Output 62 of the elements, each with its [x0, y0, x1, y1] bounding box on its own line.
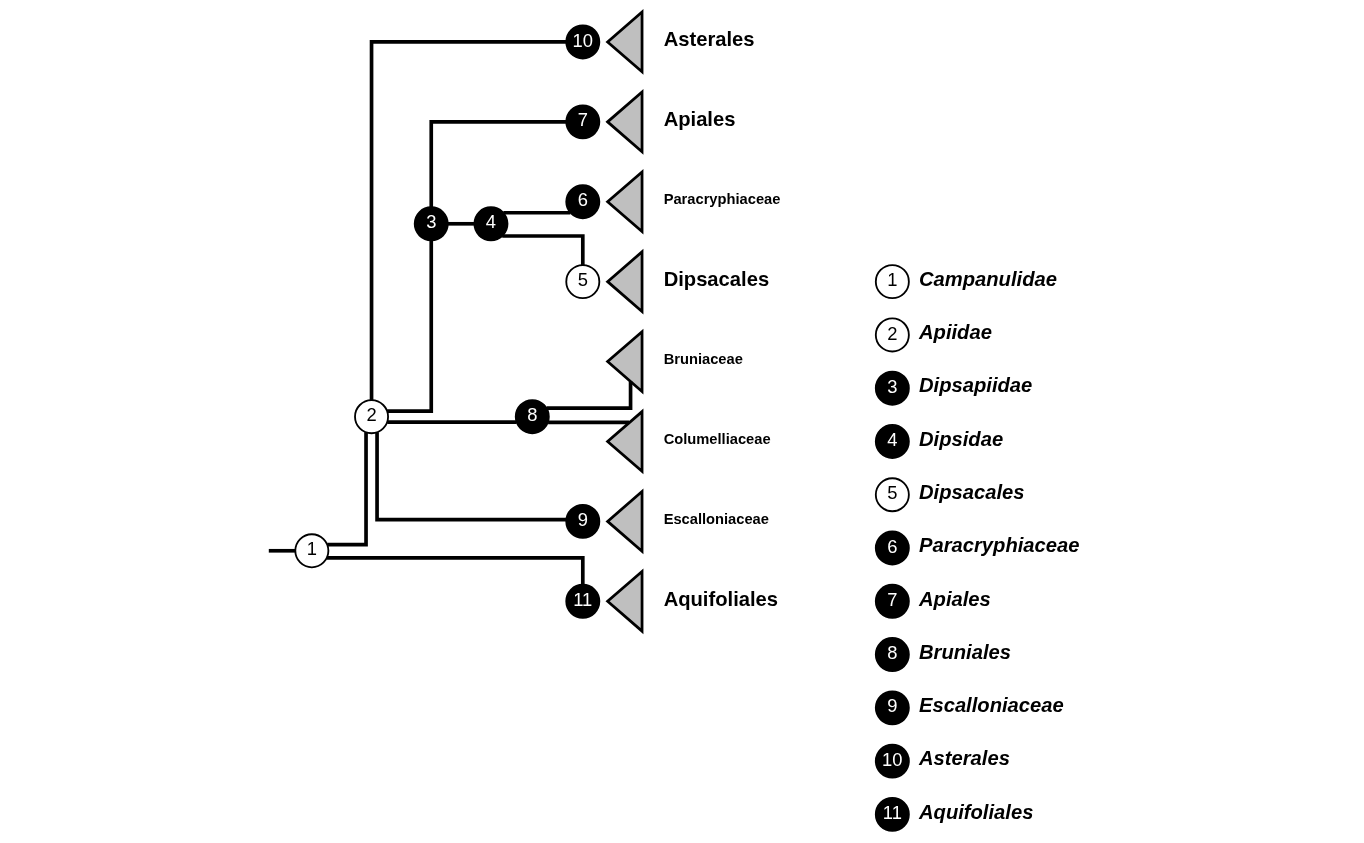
node-circle: 8 [874, 637, 910, 672]
connector [268, 548, 296, 553]
node-label: Dipsacales [918, 480, 1025, 503]
node-circle: 4 [874, 424, 910, 459]
connector [327, 432, 368, 547]
connector [375, 432, 567, 522]
node-label: Apiales [663, 108, 736, 131]
connector [546, 381, 633, 410]
connector [387, 240, 434, 413]
node-label: Paracryphiaceae [918, 534, 1080, 557]
node-triangle [605, 488, 644, 555]
node-circle: 7 [874, 583, 910, 619]
node-triangle [605, 9, 644, 75]
node-circle: 11 [874, 796, 910, 832]
connector [369, 40, 567, 401]
node-circle: 2 [354, 399, 389, 435]
node-label: Asterales [663, 28, 755, 51]
connector [548, 420, 630, 425]
node-circle: 3 [874, 370, 910, 406]
node-label: Paracryphiaceae [663, 191, 781, 208]
node-circle: 4 [473, 206, 509, 242]
connector [503, 210, 571, 215]
node-triangle [605, 248, 644, 315]
node-label: Asterales [918, 747, 1010, 770]
node-triangle [605, 568, 644, 635]
node-circle: 5 [565, 264, 601, 300]
connector [502, 234, 585, 265]
node-circle: 5 [874, 477, 910, 513]
connector [387, 420, 517, 425]
node-circle: 6 [565, 184, 601, 220]
node-circle: 9 [565, 503, 601, 539]
node-circle: 9 [874, 690, 910, 726]
connector [326, 556, 585, 585]
node-label: Apiales [918, 587, 991, 610]
node-circle: 7 [565, 104, 601, 140]
node-label: Escalloniaceae [918, 694, 1064, 717]
node-label: Dipsacales [663, 267, 770, 290]
node-triangle [605, 168, 644, 235]
node-circle: 8 [514, 399, 550, 435]
node-label: Aquifoliales [918, 800, 1034, 823]
node-label: Bruniales [918, 640, 1011, 663]
connector [447, 221, 475, 226]
node-label: Campanulidae [918, 267, 1057, 290]
node-triangle [605, 328, 644, 395]
node-label: Escalloniaceae [663, 510, 769, 527]
node-label: Apiidae [918, 321, 992, 344]
node-circle: 2 [874, 317, 910, 353]
node-circle: 10 [874, 743, 910, 779]
node-label: Columelliaceae [663, 431, 771, 448]
node-label: Bruniaceae [663, 351, 743, 368]
connector [429, 120, 566, 207]
node-circle: 1 [294, 533, 330, 569]
node-label: Dipsidae [918, 427, 1004, 450]
node-triangle [605, 408, 644, 475]
node-circle: 1 [874, 264, 910, 300]
node-circle: 11 [565, 583, 601, 619]
node-label: Dipsapiidae [918, 374, 1033, 397]
node-label: Aquifoliales [663, 587, 779, 610]
node-circle: 10 [565, 24, 601, 60]
node-circle: 3 [413, 206, 449, 242]
node-circle: 6 [874, 530, 910, 566]
node-triangle [605, 88, 644, 155]
